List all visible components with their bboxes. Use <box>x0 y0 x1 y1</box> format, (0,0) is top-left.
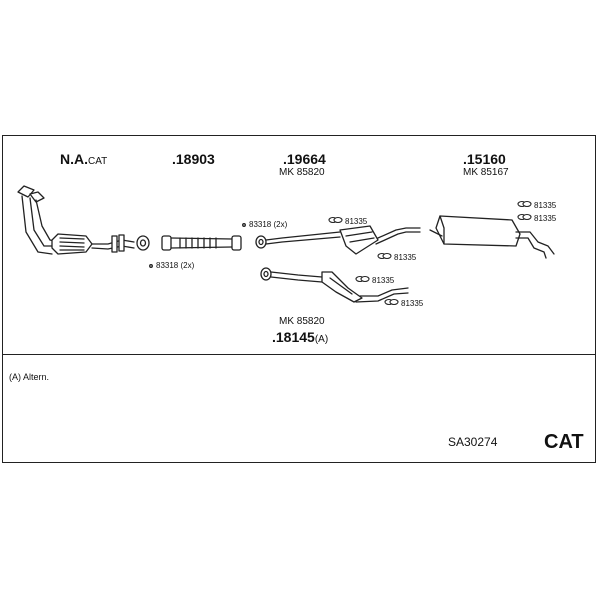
part-label-18145: .18145(A) <box>272 329 328 347</box>
part-number-na: N.A. <box>60 151 88 167</box>
fitting-81335-c: 81335 <box>372 276 395 285</box>
center-pipe-18145 <box>260 267 409 303</box>
part-number-18145: .18145 <box>272 329 315 345</box>
part-suffix-cat: CAT <box>88 156 108 167</box>
fitting-81335-e: 81335 <box>534 201 557 210</box>
fitting-83318-lower: 83318 (2x) <box>156 261 195 270</box>
part-number-18903: .18903 <box>172 151 215 167</box>
type-label-cat: CAT <box>544 431 584 453</box>
fitting-81335-d: 81335 <box>401 299 424 308</box>
footnote-text: (A) Altern. <box>9 372 50 382</box>
diagram-code: SA30274 <box>448 435 498 449</box>
rubber-mounts-81335 <box>328 200 532 306</box>
part-number-19664: .19664 <box>283 151 326 167</box>
part-number-15160: .15160 <box>463 151 506 167</box>
fitting-81335-f: 81335 <box>534 214 557 223</box>
fitting-81335-a: 81335 <box>345 217 368 226</box>
flex-pipe-18903 <box>149 235 242 268</box>
fitting-83318-upper: 83318 (2x) <box>249 220 288 229</box>
diagram-frame <box>2 135 596 463</box>
part-suffix-alt: (A) <box>314 334 329 345</box>
center-pipe-19664 <box>242 223 421 255</box>
mk-number-85820-top: MK 85820 <box>279 167 325 178</box>
mk-number-85167: MK 85167 <box>463 167 509 178</box>
front-pipe-catalytic-converter <box>17 185 150 255</box>
rear-muffler-15160 <box>429 215 555 259</box>
mk-number-85820-bottom: MK 85820 <box>279 316 325 327</box>
footnote-divider <box>2 354 596 355</box>
part-label-na-cat: N.A.CAT <box>60 151 107 169</box>
fitting-81335-b: 81335 <box>394 253 417 262</box>
